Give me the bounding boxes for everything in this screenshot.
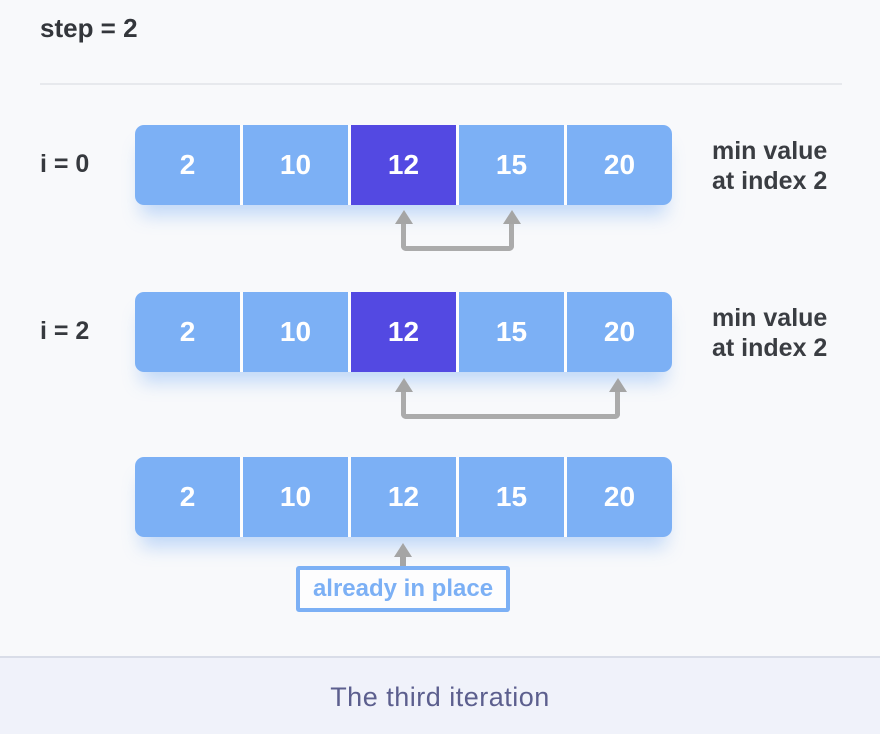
array-cell-highlighted: 12 xyxy=(351,125,456,205)
array-cell: 10 xyxy=(243,125,348,205)
array-row1: 2 10 12 15 20 xyxy=(135,125,672,205)
array-row2: 2 10 12 15 20 xyxy=(135,292,672,372)
array-cell: 10 xyxy=(243,292,348,372)
arrowhead-up-icon xyxy=(503,210,521,224)
arrowhead-up-icon xyxy=(394,543,412,557)
min-value-note-row2: min value at index 2 xyxy=(712,303,872,363)
array-cell: 20 xyxy=(567,292,672,372)
note-line1: min value xyxy=(712,137,828,165)
array-cell-highlighted: 12 xyxy=(351,292,456,372)
array-cell: 15 xyxy=(459,457,564,537)
pointer-stem xyxy=(400,556,406,566)
array-cell: 2 xyxy=(135,125,240,205)
array-cell: 20 xyxy=(567,125,672,205)
arrowhead-up-icon xyxy=(395,378,413,392)
iteration-label-row2: i = 2 xyxy=(40,317,90,345)
note-line2: at index 2 xyxy=(712,334,828,362)
step-label: step = 2 xyxy=(40,13,138,43)
array-cell: 10 xyxy=(243,457,348,537)
divider-line xyxy=(40,83,842,85)
array-cell: 12 xyxy=(351,457,456,537)
note-line2: at index 2 xyxy=(712,167,828,195)
compare-arrow-row1 xyxy=(401,224,514,251)
array-cell: 20 xyxy=(567,457,672,537)
already-in-place-callout: already in place xyxy=(296,566,510,612)
arrowhead-up-icon xyxy=(609,378,627,392)
array-cell: 15 xyxy=(459,292,564,372)
iteration-label-row1: i = 0 xyxy=(40,150,90,178)
arrowhead-up-icon xyxy=(395,210,413,224)
min-value-note-row1: min value at index 2 xyxy=(712,136,872,196)
array-cell: 15 xyxy=(459,125,564,205)
iteration-caption: The third iteration xyxy=(330,681,550,712)
footer-bar: The third iteration xyxy=(0,656,880,734)
note-line1: min value xyxy=(712,304,828,332)
array-cell: 2 xyxy=(135,292,240,372)
array-cell: 2 xyxy=(135,457,240,537)
array-row3: 2 10 12 15 20 xyxy=(135,457,672,537)
callout-label: already in place xyxy=(312,575,494,602)
compare-arrow-row2 xyxy=(401,392,620,419)
